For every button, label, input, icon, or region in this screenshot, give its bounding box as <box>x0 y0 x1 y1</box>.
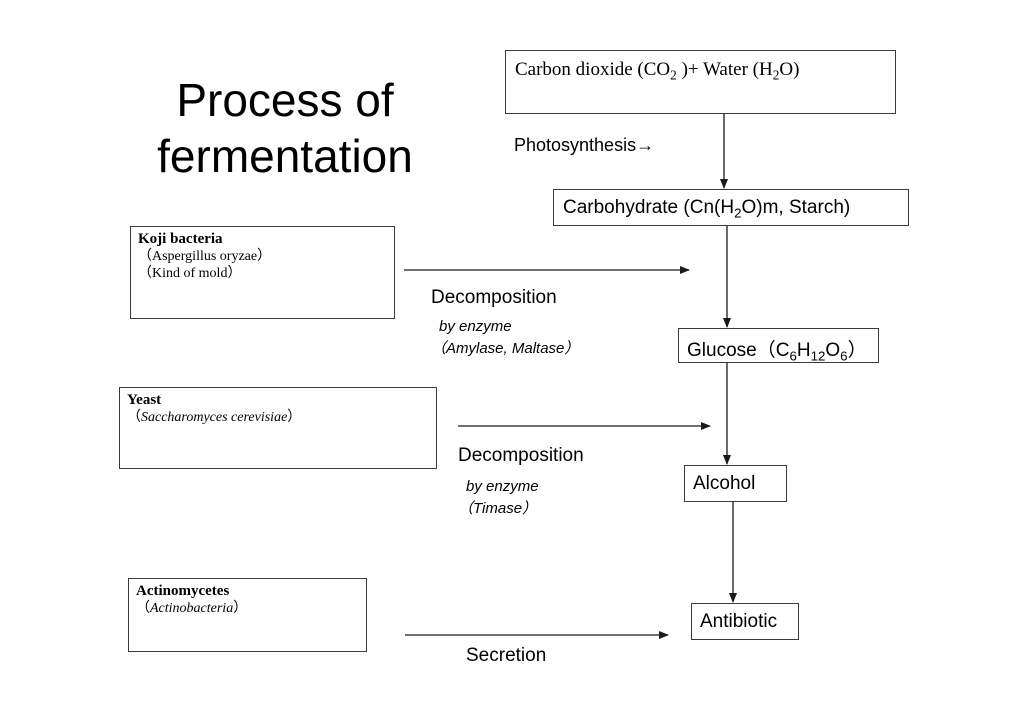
co2-water-box: Carbon dioxide (CO2 )+ Water (H2O) <box>505 50 896 114</box>
glucose-box: Glucose（C6H12O6） <box>678 328 879 363</box>
koji-description: （Kind of mold） <box>138 266 242 281</box>
co2-text: Carbon dioxide (CO <box>515 59 671 80</box>
glucose-o: O <box>825 340 841 361</box>
yeast-paren-close: ） <box>287 410 302 425</box>
glucose-c-subscript: 6 <box>789 348 797 364</box>
process-label-secretion: Secretion <box>466 645 547 666</box>
photosynthesis-label: Photosynthesis→ <box>514 135 655 155</box>
actinomycetes-species-line: （Actinobacteria） <box>136 600 366 617</box>
antibiotic-box: Antibiotic <box>691 603 799 640</box>
title-line-2: fermentation <box>157 130 413 182</box>
carbohydrate-subscript: 2 <box>734 205 742 221</box>
antibiotic-text: Antibiotic <box>700 611 778 632</box>
enzyme-label-1: by enzyme <box>439 318 512 335</box>
alcohol-text: Alcohol <box>693 473 756 494</box>
yeast-name: Yeast <box>127 392 162 408</box>
glucose-o-subscript: 6 <box>840 348 848 364</box>
h2o-subscript: 2 <box>772 67 780 83</box>
actinomycetes-species: Actinobacteria <box>150 601 234 616</box>
carbohydrate-text: Carbohydrate (Cn(H <box>563 197 735 218</box>
page-title: Process of fermentation <box>130 72 440 184</box>
koji-name: Koji bacteria <box>138 231 223 247</box>
glucose-text: Glucose（C <box>687 340 790 361</box>
glucose-h: H <box>796 340 811 361</box>
actino-paren-close: ） <box>233 601 248 616</box>
glucose-h-subscript: 12 <box>810 348 826 364</box>
koji-bacteria-box: Koji bacteria （Aspergillus oryzae） （Kind… <box>130 226 395 319</box>
yeast-paren-open: （ <box>127 410 141 425</box>
title-line-1: Process of <box>176 74 394 126</box>
carbohydrate-box: Carbohydrate (Cn(H2O)m, Starch) <box>553 189 909 226</box>
process-label-decomposition-2: Decomposition <box>458 445 584 466</box>
water-text-end: O) <box>779 59 800 80</box>
process-label-decomposition-1: Decomposition <box>431 287 557 308</box>
enzyme-label-2: by enzyme <box>466 478 539 495</box>
enzyme-names-1: （Amylase, Maltase） <box>431 340 580 357</box>
co2-subscript: 2 <box>670 67 677 83</box>
actinomycetes-name: Actinomycetes <box>136 583 230 599</box>
yeast-species-line: （Saccharomyces cerevisiae） <box>127 409 436 426</box>
actinomycetes-box: Actinomycetes （Actinobacteria） <box>128 578 367 652</box>
alcohol-box: Alcohol <box>684 465 787 502</box>
enzyme-names-2: （Timase） <box>458 500 538 517</box>
actino-paren-open: （ <box>136 601 150 616</box>
yeast-species: Saccharomyces cerevisiae <box>141 410 288 425</box>
glucose-text-end: ） <box>847 340 867 361</box>
koji-species: （Aspergillus oryzae） <box>138 249 272 264</box>
yeast-box: Yeast （Saccharomyces cerevisiae） <box>119 387 437 469</box>
water-text: )+ Water (H <box>676 59 773 80</box>
carbohydrate-text-end: O)m, Starch) <box>741 197 851 218</box>
